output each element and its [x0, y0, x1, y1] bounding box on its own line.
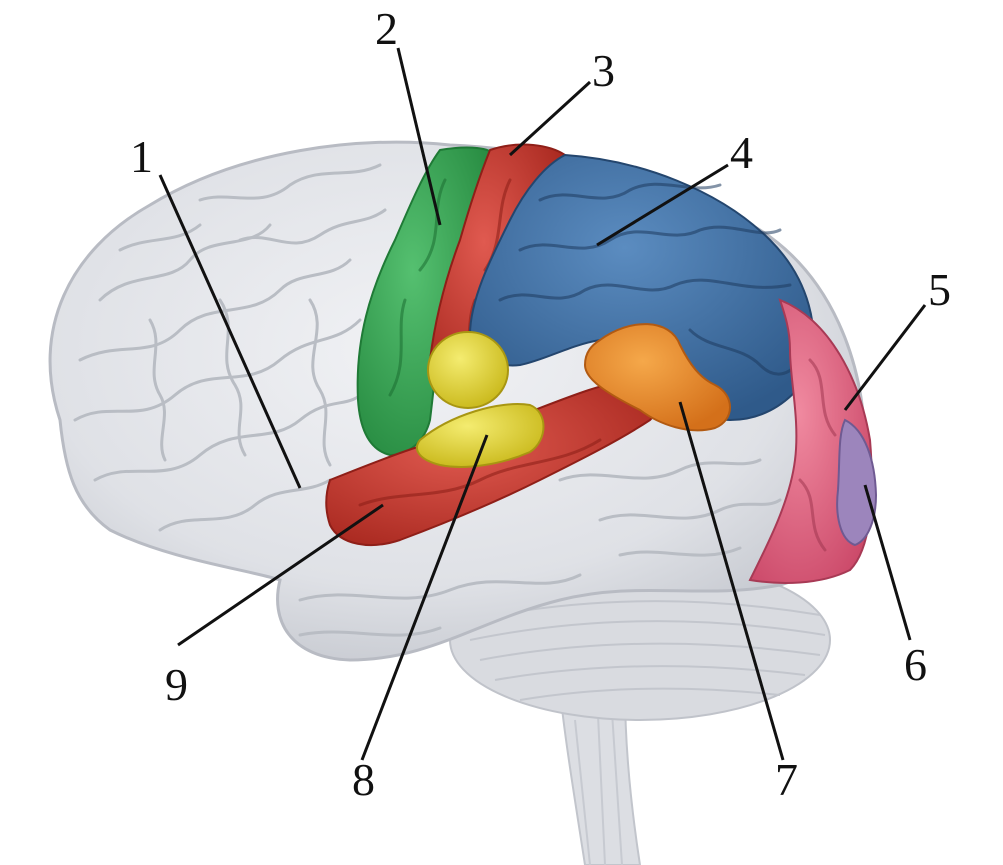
- leader-2: [396, 47, 442, 226]
- leader-1: [158, 174, 302, 489]
- label-5: 5: [928, 264, 951, 315]
- region-7-wernicke: [583, 323, 731, 432]
- leader-8: [360, 434, 489, 761]
- region-yellow-upper: [427, 331, 509, 409]
- label-4: 4: [730, 127, 753, 178]
- region-2-folds: [388, 178, 447, 397]
- temporal-lobe-gyri: [298, 458, 782, 637]
- label-2: 2: [375, 3, 398, 54]
- region-6-primary-visual: [836, 418, 878, 547]
- label-1: 1: [130, 131, 153, 182]
- region-8-yellow: [415, 403, 545, 468]
- leader-lines: [158, 47, 927, 761]
- leader-4: [596, 163, 729, 247]
- region-labels: 1 2 3 4 5 6 7 8 9: [130, 3, 951, 805]
- leader-3: [508, 80, 592, 157]
- label-6: 6: [904, 639, 927, 690]
- label-3: 3: [592, 45, 615, 96]
- label-9: 9: [165, 659, 188, 710]
- leader-7: [678, 401, 785, 761]
- label-7: 7: [775, 754, 798, 805]
- leader-5: [843, 304, 927, 411]
- leader-6: [863, 484, 912, 641]
- frontal-lobe-gyri: [73, 163, 387, 532]
- label-8: 8: [352, 754, 375, 805]
- region-9-folds: [358, 438, 602, 507]
- leader-9: [177, 503, 384, 647]
- region-5-folds: [798, 358, 837, 552]
